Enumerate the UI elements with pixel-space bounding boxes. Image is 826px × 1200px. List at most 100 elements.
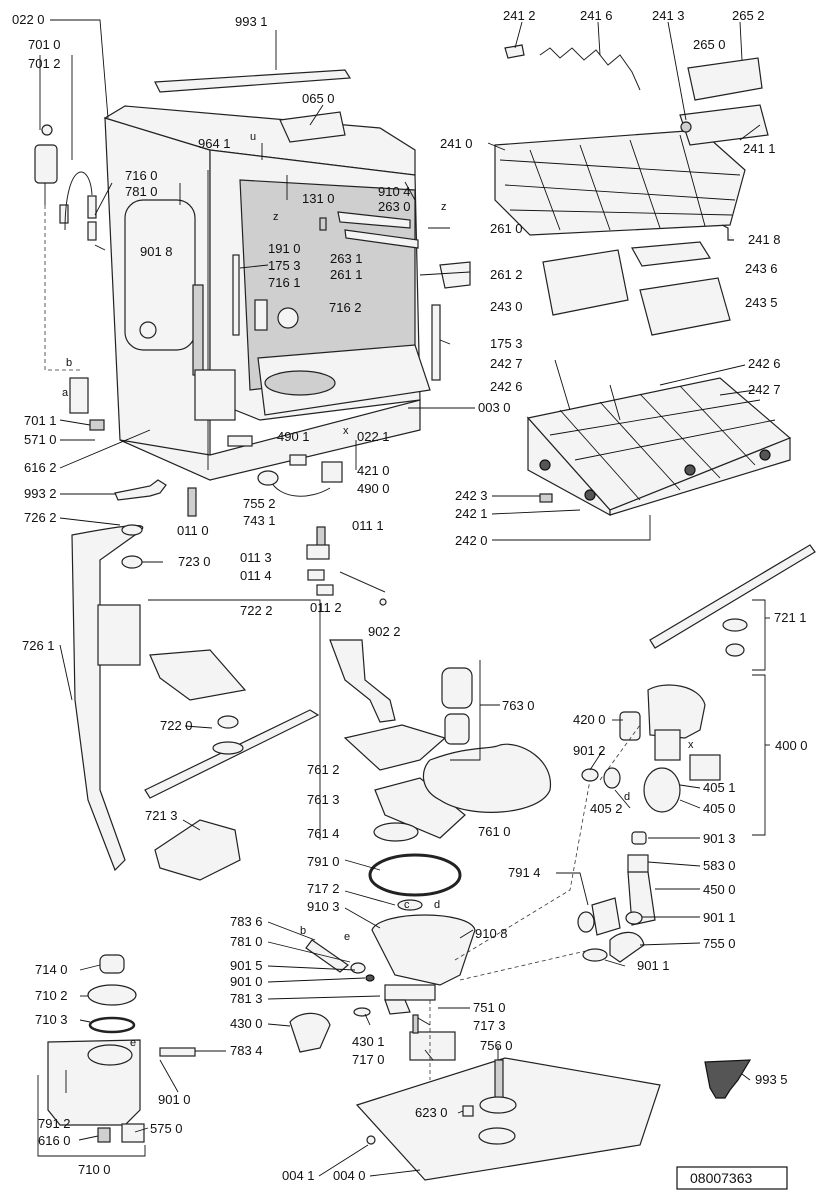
label-902-2: 902 2 bbox=[368, 624, 401, 639]
label-004-0: 004 0 bbox=[333, 1168, 366, 1183]
label-901-5: 901 5 bbox=[230, 958, 263, 973]
label-910-8: 910 8 bbox=[475, 926, 508, 941]
spring-rack-part bbox=[539, 47, 641, 91]
label-701-0: 701 0 bbox=[28, 37, 61, 52]
label-701-2: 701 2 bbox=[28, 56, 61, 71]
top-cover-panel bbox=[154, 69, 352, 93]
label-261-1: 261 1 bbox=[330, 267, 363, 282]
label-717-0: 717 0 bbox=[352, 1052, 385, 1067]
marker-x-pump: x bbox=[688, 739, 694, 751]
label-263-0: 263 0 bbox=[378, 199, 411, 214]
label-011-1: 011 1 bbox=[352, 518, 384, 533]
label-242-0: 242 0 bbox=[455, 533, 488, 548]
cutlery-basket-left bbox=[542, 249, 629, 316]
label-993-2: 993 2 bbox=[24, 486, 57, 501]
label-964-1: 964 1 bbox=[198, 136, 231, 151]
label-755-0: 755 0 bbox=[703, 936, 736, 951]
label-623-0: 623 0 bbox=[415, 1105, 448, 1120]
middle-spray-arm bbox=[649, 544, 816, 657]
wrench-tool bbox=[114, 479, 167, 501]
label-571-0: 571 0 bbox=[24, 432, 57, 447]
clip bbox=[504, 44, 525, 59]
label-717-2: 717 2 bbox=[307, 881, 340, 896]
marker-u: u bbox=[250, 131, 256, 143]
label-265-0: 265 0 bbox=[693, 37, 726, 52]
label-743-1: 743 1 bbox=[243, 513, 276, 528]
label-781-3: 781 3 bbox=[230, 991, 263, 1006]
water-softener bbox=[47, 954, 196, 1143]
bracket bbox=[227, 435, 253, 447]
label-265-2: 265 2 bbox=[732, 8, 765, 23]
label-430-1: 430 1 bbox=[352, 1034, 385, 1049]
marker-e-softener: e bbox=[130, 1037, 136, 1049]
drawing bbox=[34, 19, 816, 1181]
label-241-3: 241 3 bbox=[652, 8, 685, 23]
label-901-0-lower: 901 0 bbox=[158, 1092, 191, 1107]
label-261-2: 261 2 bbox=[490, 267, 523, 282]
label-751-0: 751 0 bbox=[473, 1000, 506, 1015]
label-242-6-left: 242 6 bbox=[490, 379, 523, 394]
marker-b-lower: b bbox=[300, 925, 306, 937]
label-722-0: 722 0 bbox=[160, 718, 193, 733]
label-065-0: 065 0 bbox=[302, 91, 335, 106]
leader-lines bbox=[37, 19, 770, 1177]
label-004-1: 004 1 bbox=[282, 1168, 315, 1183]
electrical-components bbox=[257, 454, 343, 497]
label-241-2: 241 2 bbox=[503, 8, 536, 23]
label-791-2: 791 2 bbox=[38, 1116, 71, 1131]
label-791-0: 791 0 bbox=[307, 854, 340, 869]
cup-rack bbox=[679, 104, 769, 146]
label-710-2: 710 2 bbox=[35, 988, 68, 1003]
label-583-0: 583 0 bbox=[703, 858, 736, 873]
label-901-3: 901 3 bbox=[703, 831, 736, 846]
marker-c: c bbox=[404, 899, 410, 911]
label-405-0: 405 0 bbox=[703, 801, 736, 816]
inlet-valve-and-hoses bbox=[34, 124, 105, 431]
label-723-0: 723 0 bbox=[178, 554, 211, 569]
label-901-0-upper: 901 0 bbox=[230, 974, 263, 989]
upper-basket bbox=[494, 129, 746, 236]
label-783-4: 783 4 bbox=[230, 1043, 263, 1058]
label-901-1-lower: 901 1 bbox=[637, 958, 670, 973]
diagram-reference-box: 08007363 bbox=[676, 1166, 788, 1190]
label-405-2: 405 2 bbox=[590, 801, 623, 816]
label-421-0: 421 0 bbox=[357, 463, 390, 478]
label-022-1: 022 1 bbox=[357, 429, 390, 444]
marker-z-left: z bbox=[273, 211, 279, 223]
label-616-0: 616 0 bbox=[38, 1133, 71, 1148]
label-722-2: 722 2 bbox=[240, 603, 273, 618]
marker-e-sump: e bbox=[344, 931, 350, 943]
label-726-2: 726 2 bbox=[24, 510, 57, 525]
label-791-4: 791 4 bbox=[508, 865, 541, 880]
label-242-7-upper: 242 7 bbox=[490, 356, 523, 371]
label-910-4: 910 4 bbox=[378, 184, 411, 199]
label-993-5: 993 5 bbox=[755, 1072, 788, 1087]
pump-assembly bbox=[577, 684, 721, 963]
label-490-1: 490 1 bbox=[277, 429, 310, 444]
label-400-0: 400 0 bbox=[775, 738, 808, 753]
label-755-2: 755 2 bbox=[243, 496, 276, 511]
label-011-2: 011 2 bbox=[310, 600, 342, 615]
label-242-1: 242 1 bbox=[455, 506, 488, 521]
label-710-0: 710 0 bbox=[78, 1162, 111, 1177]
pin bbox=[721, 224, 734, 241]
small-fittings bbox=[306, 526, 387, 606]
label-405-1: 405 1 bbox=[703, 780, 736, 795]
nut bbox=[680, 121, 692, 133]
label-575-0: 575 0 bbox=[150, 1121, 183, 1136]
label-175-3-lower: 175 3 bbox=[490, 336, 523, 351]
label-241-1: 241 1 bbox=[743, 141, 776, 156]
label-910-3: 910 3 bbox=[307, 899, 340, 914]
label-490-0: 490 0 bbox=[357, 481, 390, 496]
label-783-6: 783 6 bbox=[230, 914, 263, 929]
marker-x-tub: x bbox=[343, 425, 349, 437]
cutlery-basket-right bbox=[639, 277, 731, 336]
label-901-2: 901 2 bbox=[573, 743, 606, 758]
label-011-0: 011 0 bbox=[177, 523, 209, 538]
label-716-2: 716 2 bbox=[329, 300, 362, 315]
filter-assembly bbox=[289, 639, 551, 1061]
label-901-8: 901 8 bbox=[140, 244, 173, 259]
label-756-0: 756 0 bbox=[480, 1038, 513, 1053]
label-616-2: 616 2 bbox=[24, 460, 57, 475]
